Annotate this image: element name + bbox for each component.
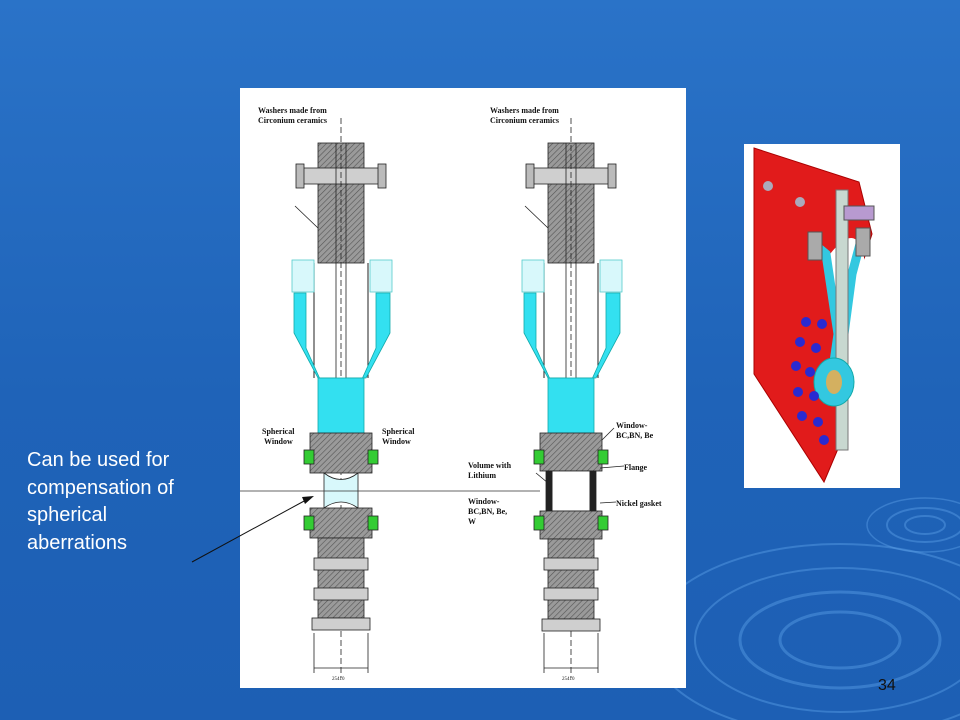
caption-line: Can be used for <box>27 449 170 471</box>
volume-label-line1: Volume with <box>468 461 512 470</box>
page-number: 34 <box>878 677 896 694</box>
left-spherical-window-label-line1: Spherical <box>262 427 295 436</box>
left-washer-note-line1: Washers made from <box>258 106 327 115</box>
window-bottom-label-line2: BC,BN, Be, <box>468 507 507 516</box>
flange-label: Flange <box>624 463 648 472</box>
caption-text: Can be used for compensation of spherica… <box>27 447 217 557</box>
left-washer-note-line2: Circonium ceramics <box>258 116 327 125</box>
right-spherical-window-label-line1: Spherical <box>382 427 415 436</box>
volume-label-line2: Lithium <box>468 471 496 480</box>
window-bottom-label-line1: Window- <box>468 497 500 506</box>
window-bottom-label-line3: W <box>468 517 476 526</box>
nickel-gasket-label: Nickel gasket <box>616 499 662 508</box>
caption-line: spherical <box>27 504 108 526</box>
technical-drawing: Washers made from Circonium ceramics Sph… <box>240 88 686 688</box>
right-washer-note-line2: Circonium ceramics <box>490 116 559 125</box>
window-top-label-line1: Window- <box>616 421 648 430</box>
window-top-label-line2: BC,BN, Be <box>616 431 654 440</box>
left-spherical-window-label-line2: Window <box>264 437 293 446</box>
3d-rendering <box>744 144 900 488</box>
right-spherical-window-label-line2: Window <box>382 437 411 446</box>
caption-line: compensation of <box>27 476 174 499</box>
left-dimension-label: 25410 <box>332 677 345 682</box>
right-washer-note-line1: Washers made from <box>490 106 559 115</box>
left-assembly <box>240 118 393 678</box>
right-assembly <box>390 118 625 678</box>
caption-line: aberrations <box>27 531 128 554</box>
right-dimension-label: 25410 <box>562 677 575 682</box>
